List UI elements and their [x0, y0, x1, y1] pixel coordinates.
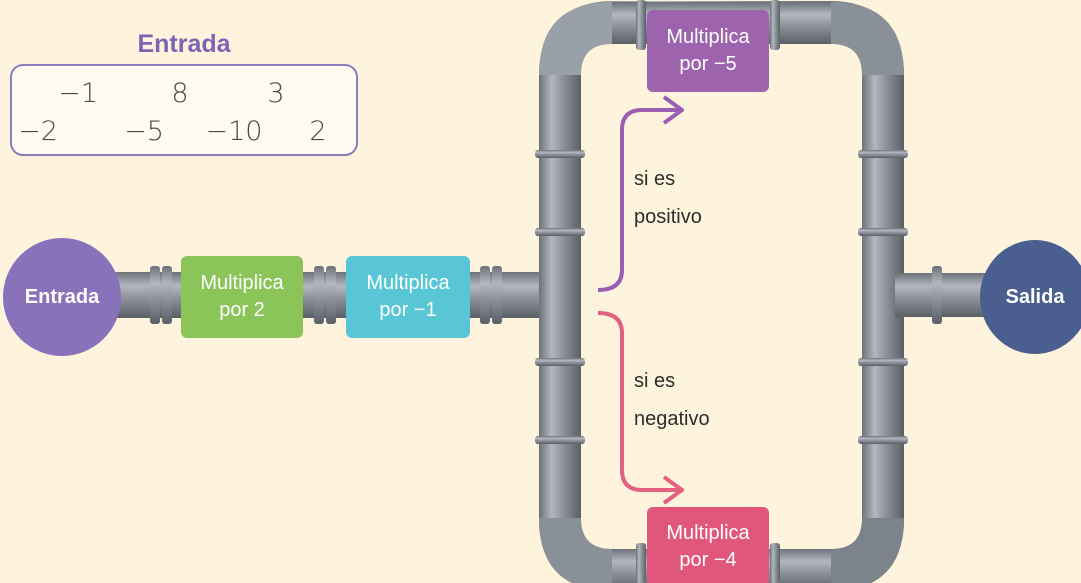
op-line1: Multiplica	[200, 272, 284, 294]
positive-arrowhead	[662, 95, 684, 125]
condition-line1: si es	[634, 168, 676, 190]
pipe-ring	[770, 0, 780, 50]
pipe-ring	[535, 228, 585, 236]
pipe-ring	[636, 0, 646, 50]
op-line2: por 2	[219, 299, 265, 321]
elbow	[831, 2, 904, 75]
elbow	[539, 518, 612, 583]
pipe-ring	[858, 150, 908, 158]
negative-arrowhead	[662, 475, 684, 505]
condition-line1: si es	[634, 370, 676, 392]
negative-condition-label: si es negativo	[634, 362, 710, 438]
input-value: 2	[309, 116, 327, 147]
pipe-ring	[636, 543, 646, 583]
pipe-ring	[770, 543, 780, 583]
multiply-by-2-box: Multiplica por 2	[181, 256, 303, 338]
input-value: −10	[205, 116, 263, 147]
multiply-by-neg5-box: Multiplica por −5	[647, 10, 769, 92]
pipe-ring	[150, 266, 160, 324]
input-value: −5	[124, 116, 164, 147]
pipe-ring	[535, 436, 585, 444]
op-line1: Multiplica	[366, 272, 450, 294]
condition-line2: negativo	[634, 408, 710, 430]
elbow	[539, 2, 612, 75]
op-line2: por −5	[679, 53, 737, 75]
multiply-by-neg1-box: Multiplica por −1	[346, 256, 470, 338]
pipe-ring	[162, 266, 172, 324]
pipe-ring	[858, 436, 908, 444]
pipe-ring	[858, 228, 908, 236]
input-value: −2	[18, 116, 58, 147]
op-line1: Multiplica	[666, 522, 750, 544]
multiply-by-neg4-box: Multiplica por −4	[647, 507, 769, 583]
input-values-box: −1 8 3 −2 −5 −10 2	[10, 64, 358, 156]
pipe-ring	[932, 266, 942, 324]
loop-pipe	[539, 1, 904, 583]
loop-left-pipe	[539, 70, 581, 525]
input-panel-title: Entrada	[137, 30, 231, 58]
condition-line2: positivo	[634, 206, 702, 228]
input-value: −1	[58, 78, 98, 109]
pipe-ring	[492, 266, 502, 324]
end-node: Salida	[980, 240, 1081, 354]
op-line1: Multiplica	[666, 26, 750, 48]
pipe-ring	[314, 266, 324, 324]
start-node: Entrada	[3, 238, 121, 356]
pipe-ring	[535, 150, 585, 158]
positive-arrow	[597, 108, 680, 292]
op-line2: por −1	[379, 299, 437, 321]
pipe-ring	[326, 266, 336, 324]
pipe-ring	[480, 266, 490, 324]
input-value: 3	[267, 78, 285, 109]
pipe-ring	[858, 358, 908, 366]
pipe-ring	[535, 358, 585, 366]
op-line2: por −4	[679, 549, 737, 571]
input-value: 8	[171, 78, 189, 109]
output-pipe	[895, 273, 990, 317]
positive-condition-label: si es positivo	[634, 160, 702, 236]
negative-arrow	[597, 311, 680, 492]
elbow	[831, 518, 904, 583]
